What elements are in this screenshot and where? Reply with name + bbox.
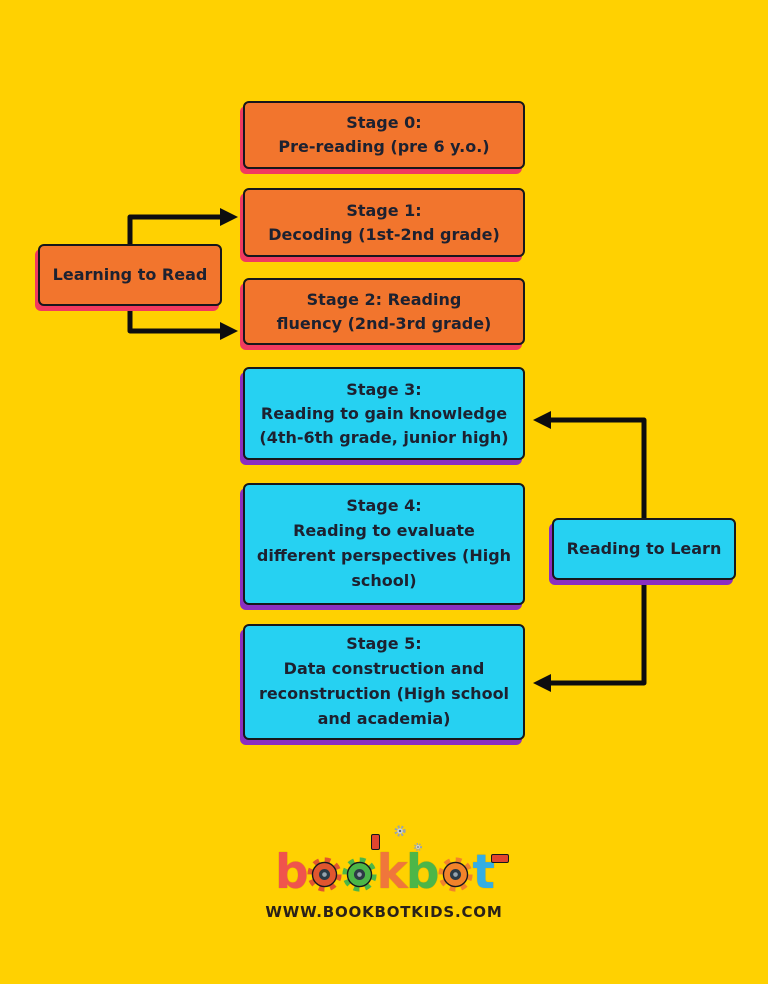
stage-3-box: Stage 3: Reading to gain knowledge (4th-…	[243, 367, 525, 460]
stage-4-box: Stage 4: Reading to evaluate different p…	[243, 483, 525, 605]
gear-letter-o-icon	[341, 856, 378, 893]
arrowhead-stage3	[533, 411, 551, 429]
gear-letter-o-icon	[437, 856, 474, 893]
arrowhead-stage5	[533, 674, 551, 692]
learning-to-read-label: Learning to Read	[38, 244, 222, 306]
stage-0-box: Stage 0: Pre-reading (pre 6 y.o.)	[243, 101, 525, 169]
arrow-learn-to-stage3	[547, 417, 647, 520]
stage-5-box: Stage 5: Data construction and reconstru…	[243, 624, 525, 740]
gear-letter-o-icon	[306, 856, 343, 893]
arrowhead-stage1	[220, 208, 238, 226]
logo-letter: t	[472, 844, 496, 900]
arrowhead-stage2	[220, 322, 238, 340]
stage-2-box: Stage 2: Reading fluency (2nd-3rd grade)	[243, 278, 525, 345]
arrow-learning-to-stage2	[127, 304, 224, 334]
reading-to-learn-label: Reading to Learn	[552, 518, 736, 580]
website-url: WWW.BOOKBOTKIDS.COM	[265, 903, 503, 921]
sparkle-gear-icon	[394, 825, 406, 837]
logo-letter: b	[274, 844, 309, 900]
robot-arm-icon	[491, 854, 510, 863]
arrow-learn-to-stage5	[547, 578, 647, 686]
logo-letter: b	[405, 844, 440, 900]
arrow-learning-to-stage1	[127, 214, 224, 247]
logo-letter: k	[376, 844, 408, 900]
stage-1-box: Stage 1: Decoding (1st-2nd grade)	[243, 188, 525, 257]
